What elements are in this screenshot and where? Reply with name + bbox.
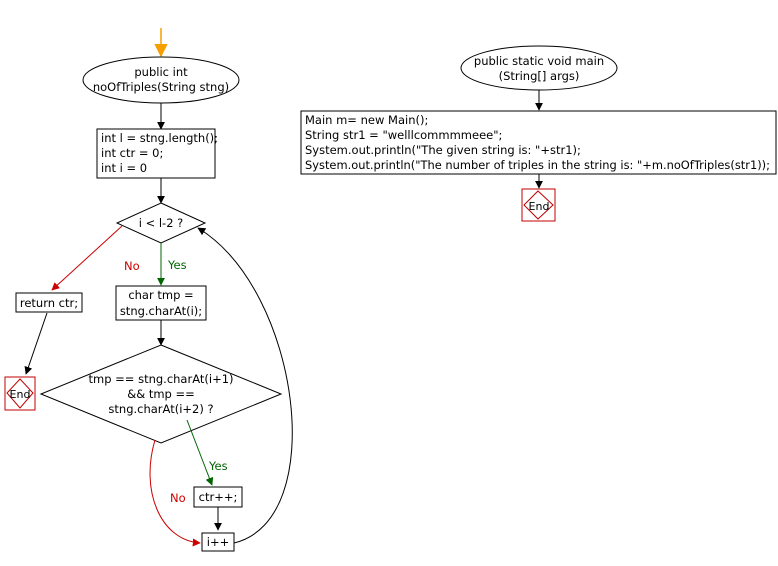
flow1-assign-line-1: char tmp = [128, 288, 193, 302]
flow1-i-increment-box: i++ [201, 532, 235, 552]
flow2-start-line-1: public static void main [474, 54, 604, 68]
flow2-end-text: End [529, 200, 550, 213]
flow1-ctr-increment-box: ctr++; [193, 486, 243, 508]
flow1-triple-condition-line-3: stng.charAt(i+2) ? [108, 402, 213, 416]
flow1-return-box: return ctr; [15, 292, 83, 313]
flow1-yes-label: Yes [167, 258, 187, 272]
flow1-arrow-no [51, 225, 123, 291]
flow1-no2-label: No [170, 491, 186, 505]
flow1-assign-box: char tmp = stng.charAt(i); [115, 285, 207, 321]
flow1-init-box: int l = stng.length(); int ctr = 0; int … [96, 128, 218, 179]
flow1-triple-condition-line-1: tmp == stng.charAt(i+1) [88, 372, 233, 386]
flow1-start-terminal: public int noOfTriples(String stng) [82, 56, 240, 104]
flow1-arrow-yes2 [186, 419, 214, 486]
flow1-yes2-label: Yes [208, 459, 228, 473]
flow1-arrow-loop-back [197, 227, 293, 544]
flow1-return-text: return ctr; [20, 296, 78, 310]
flow1-arrow-no2 [149, 439, 201, 547]
flow1-start-line-2: noOfTriples(String stng) [93, 80, 229, 94]
flow1-init-line-3: int i = 0 [101, 161, 147, 175]
flow1-loop-condition: i < l-2 ? [115, 202, 207, 244]
flow1-assign-line-2: stng.charAt(i); [120, 304, 202, 318]
flow1-triple-condition: tmp == stng.charAt(i+1) && tmp == stng.c… [39, 344, 283, 444]
flow2-body-box: Main m= new Main(); String str1 = "welll… [300, 110, 777, 175]
flow1-init-line-1: int l = stng.length(); [101, 131, 218, 145]
flow1-triple-condition-line-2: && tmp == [127, 387, 195, 401]
flow2-body-line-1: Main m= new Main(); [305, 113, 428, 127]
flow2-body-line-3: System.out.println("The given string is:… [305, 143, 581, 157]
flow1-start-line-1: public int [134, 65, 188, 79]
flow1-init-line-2: int ctr = 0; [101, 146, 163, 160]
flow2-start-line-2: (String[] args) [499, 69, 580, 83]
flow1-arrow-return-end [24, 312, 48, 375]
flow2-end-terminal: End [521, 188, 556, 222]
flow2-start-terminal: public static void main (String[] args) [460, 45, 618, 91]
flow2-body-line-4: System.out.println("The number of triple… [305, 158, 770, 172]
flow2-body-line-2: String str1 = "welllcommmmeee"; [305, 128, 502, 142]
flow1-loop-condition-text: i < l-2 ? [139, 216, 184, 230]
flow1-end-text: End [10, 388, 31, 401]
flow1-end-terminal: End [4, 376, 36, 411]
flow1-ctr-increment-text: ctr++; [199, 490, 238, 504]
flow1-i-increment-text: i++ [207, 535, 229, 549]
flow1-no-label: No [124, 259, 140, 273]
